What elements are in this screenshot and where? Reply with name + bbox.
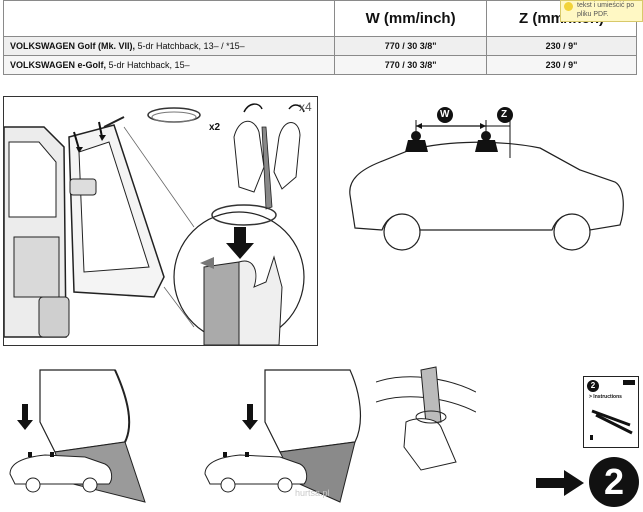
instruction-manual-thumbnail: 2 > Instructions: [583, 376, 639, 448]
cell-w: 770 / 30 3/8": [334, 36, 488, 56]
table-row: VOLKSWAGEN e-Golf, 5-dr Hatchback, 15– 7…: [2, 55, 637, 75]
header-car: [2, 0, 336, 37]
car-make: VOLKSWAGEN e-Golf,: [10, 60, 107, 70]
cell-z: 230 / 9": [486, 55, 637, 75]
manual-label: > Instructions: [589, 394, 622, 400]
car-spec: 5-dr Hatchback, 15–: [108, 60, 190, 70]
lightbulb-icon: [564, 2, 573, 11]
door-seal-illustration: [4, 103, 305, 345]
table-row: VOLKSWAGEN Golf (Mk. VII), 5-dr Hatchbac…: [2, 36, 637, 56]
car-spec: 5-dr Hatchback, 13– / *15–: [137, 41, 245, 51]
door-seal-panel: x2 x4: [3, 96, 318, 346]
cell-car: VOLKSWAGEN Golf (Mk. VII), 5-dr Hatchbac…: [2, 36, 336, 56]
cell-w: 770 / 30 3/8": [334, 55, 488, 75]
car-make: VOLKSWAGEN Golf (Mk. VII),: [10, 41, 136, 51]
cell-z: 230 / 9": [486, 36, 637, 56]
car-profile-illustration: [349, 107, 624, 251]
cell-car: VOLKSWAGEN e-Golf, 5-dr Hatchback, 15–: [2, 55, 336, 75]
next-step-badge: 2: [589, 457, 639, 507]
tooltip-text: tekst i umieścić po pliku PDF.: [577, 2, 635, 18]
watermark: hurtsa.pl: [295, 488, 330, 498]
pdf-tooltip[interactable]: tekst i umieścić po pliku PDF.: [560, 0, 643, 22]
header-w: W (mm/inch): [334, 0, 488, 37]
table-header-row: W (mm/inch) Z (mm/inch): [2, 0, 637, 37]
w-marker: W: [440, 109, 450, 120]
bar-fit-step-1: [5, 362, 175, 507]
fit-table: W (mm/inch) Z (mm/inch) VOLKSWAGEN Golf …: [2, 0, 637, 75]
manual-tab: [623, 380, 635, 385]
repeat-count-label: x4: [299, 100, 312, 114]
bar-fit-step-2: hurtsa.pl: [200, 362, 370, 507]
seal-count-label: x2: [209, 122, 221, 133]
hand-grip-figure: [375, 362, 477, 472]
z-marker: Z: [501, 109, 508, 120]
arrow-right-icon: [536, 470, 584, 496]
dimensions-figure: W Z: [340, 100, 635, 255]
manual-step-number: 2: [587, 380, 599, 392]
